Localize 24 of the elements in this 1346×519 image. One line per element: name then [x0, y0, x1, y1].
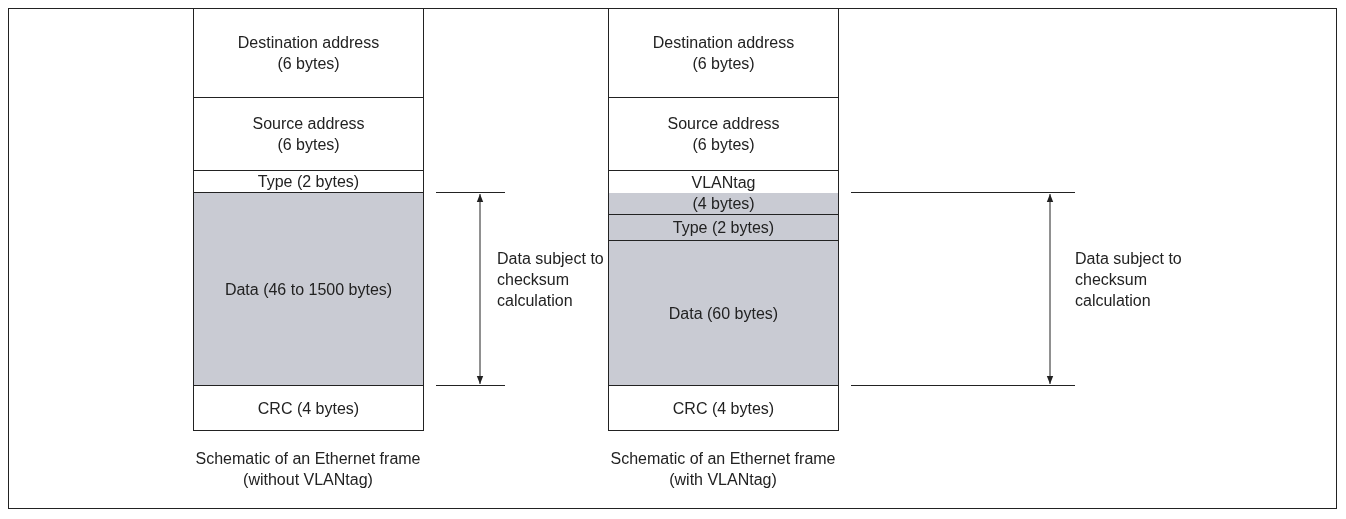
frame-field [608, 8, 839, 98]
field-label: Data (60 bytes) [668, 303, 779, 324]
field-label: CRC (4 bytes) [257, 398, 360, 419]
field-label: Data (46 to 1500 bytes) [224, 279, 393, 300]
frame-field [608, 240, 839, 386]
field-label: CRC (4 bytes) [672, 398, 775, 419]
frame-field [193, 8, 424, 98]
field-label: Type (2 bytes) [672, 218, 775, 238]
dimension-text: Data subject to checksum calculation [497, 249, 605, 311]
frame-field [608, 214, 839, 241]
field-label: Destination address (6 bytes) [651, 33, 796, 74]
frame-field [608, 385, 839, 431]
field-label: Source address (6 bytes) [251, 114, 366, 155]
field-label: VLANtag (4 bytes) [690, 172, 757, 214]
frame-field [193, 192, 424, 386]
frame-field [193, 385, 424, 431]
field-label: Type (2 bytes) [257, 172, 360, 192]
field-label: Source address (6 bytes) [666, 114, 781, 155]
field-label: Destination address (6 bytes) [236, 33, 381, 74]
frame-field [608, 170, 839, 215]
dimension-text: Data subject to checksum calculation [1075, 249, 1183, 311]
caption: Schematic of an Ethernet frame (with VLANtag) [609, 449, 837, 490]
frame-field [193, 97, 424, 171]
caption: Schematic of an Ethernet frame (without VLANtag) [194, 449, 422, 490]
